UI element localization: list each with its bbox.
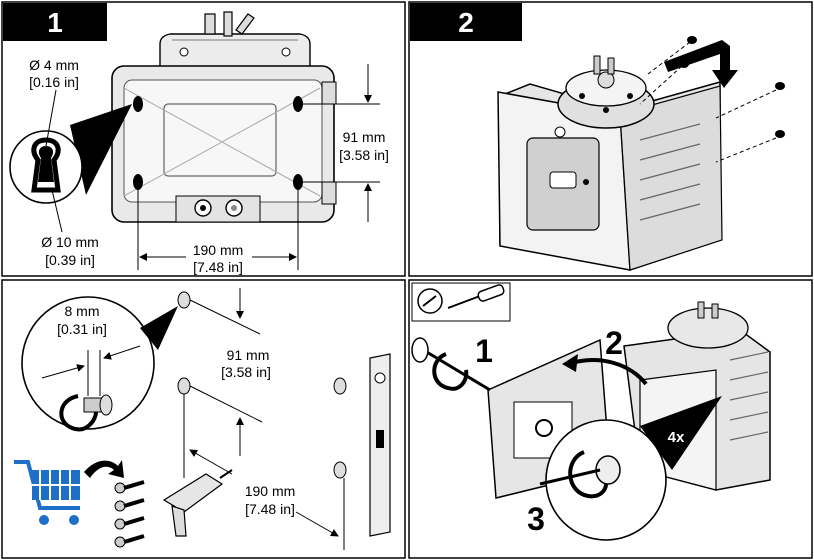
hole-small-in: [0.16 in] xyxy=(29,74,79,90)
horizontal-in: [7.48 in] xyxy=(193,259,243,275)
rotate-arrow-3 xyxy=(568,450,608,499)
screw-in: [0.31 in] xyxy=(57,321,107,337)
horizontal-mm: 190 mm xyxy=(193,242,244,258)
hole-small-mm: Ø 4 mm xyxy=(29,57,79,73)
horizontal-dimension xyxy=(137,188,299,270)
assembly-arrow xyxy=(664,40,738,88)
horizontal-mm-3: 190 mm xyxy=(245,483,296,499)
cart-icon xyxy=(14,460,80,525)
vertical-mm: 91 mm xyxy=(343,129,386,145)
panel-1: 1 xyxy=(3,3,389,275)
vertical-mm-3: 91 mm xyxy=(227,347,270,363)
step-badge-2 xyxy=(410,3,522,41)
keyhole-top-left xyxy=(133,96,143,112)
sensor-dome xyxy=(557,55,655,129)
vertical-dimension xyxy=(298,64,380,222)
substep-1: 1 xyxy=(475,333,493,369)
screwdriver-icon xyxy=(417,284,505,314)
callout-pointer xyxy=(70,104,132,195)
count-label: 4x xyxy=(668,429,685,446)
keyhole-bottom-left xyxy=(133,174,143,190)
keyhole-icon xyxy=(31,137,61,193)
hole-large-in: [0.39 in] xyxy=(45,252,95,268)
wall-screws xyxy=(177,291,347,479)
substep-3: 3 xyxy=(527,501,545,537)
rotate-arrow-2 xyxy=(567,358,648,386)
substep-2: 2 xyxy=(605,325,623,361)
screwdriver-shaft xyxy=(419,346,491,392)
step-badge-1 xyxy=(3,3,107,41)
screw-mm: 8 mm xyxy=(65,303,100,319)
vertical-dimension-3 xyxy=(183,288,345,550)
horizontal-in-3: [7.48 in] xyxy=(245,501,295,517)
horizontal-dimension-3 xyxy=(189,449,339,537)
callout-pointer-screw xyxy=(140,306,178,350)
step-number-1: 1 xyxy=(47,7,63,38)
rotate-arrow-icon xyxy=(59,394,98,432)
enclosure-back xyxy=(111,65,337,223)
screw-zoomed xyxy=(83,394,113,416)
vertical-in: [3.58 in] xyxy=(339,147,389,163)
panel-4: 1 2 4x 3 xyxy=(411,282,771,541)
vertical-in-3: [3.58 in] xyxy=(221,364,271,380)
sensor-top xyxy=(159,11,311,69)
cart-arrow xyxy=(84,460,124,478)
wall-bracket xyxy=(369,353,391,537)
hole-large-mm: Ø 10 mm xyxy=(41,234,99,250)
controller-enclosure xyxy=(497,81,723,271)
rotate-arrow-1 xyxy=(432,352,469,391)
spare-screws xyxy=(114,480,145,548)
panel-2: 2 xyxy=(410,3,785,271)
panel-3: 8 mm [0.31 in] 91 mm [3.58 in] xyxy=(14,288,391,550)
step-number-2: 2 xyxy=(458,7,474,38)
callout-pointer-4x xyxy=(640,396,722,470)
drill-icon xyxy=(162,469,233,537)
